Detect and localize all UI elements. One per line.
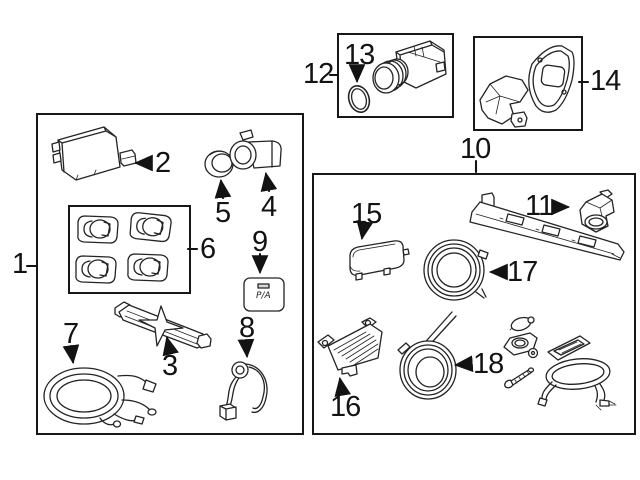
- group-box-12: [337, 33, 454, 118]
- callout-7[interactable]: 7: [63, 318, 79, 350]
- control-module-part-15-icon: [349, 240, 410, 281]
- callout-12[interactable]: 12: [303, 58, 334, 90]
- parking-assist-switch-part-9-icon: [243, 277, 285, 312]
- camera-bracket-part-14-icon: [479, 45, 575, 128]
- parking-sensor-part-4-icon: [229, 129, 282, 170]
- o-ring-part-13-icon: [347, 84, 371, 114]
- callout-18[interactable]: 18: [473, 348, 504, 380]
- callout-15[interactable]: 15: [351, 198, 382, 230]
- callout-11[interactable]: 11: [525, 190, 554, 222]
- callout-10[interactable]: 10: [460, 133, 491, 165]
- cable-coil-part-18-icon: [397, 311, 457, 400]
- bracket-part-16-icon: [317, 317, 383, 377]
- retainer-clip-set-part-6-icon: [75, 211, 173, 284]
- rear-camera-part-12-icon: [372, 40, 447, 94]
- camera-part-11-icon: [579, 189, 615, 233]
- callout-2[interactable]: 2: [155, 147, 171, 179]
- cable-coil-part-17-icon: [423, 239, 489, 301]
- callout-14[interactable]: 14: [590, 65, 621, 97]
- callout-1[interactable]: 1: [12, 248, 28, 280]
- group-box-1: [36, 113, 304, 435]
- group-box-10: [312, 173, 636, 435]
- switch-face-label: P/A: [256, 291, 271, 301]
- callout-9[interactable]: 9: [252, 226, 268, 258]
- screw-icon: [504, 367, 535, 389]
- bracket-part-3-icon: [114, 301, 212, 349]
- wire-loop-icon: [537, 358, 617, 411]
- callout-leaders: [25, 64, 590, 397]
- license-trim-strip-icon: [469, 192, 625, 261]
- callout-16[interactable]: 16: [330, 391, 361, 423]
- license-lamp-bulb-icon: [509, 316, 535, 332]
- callout-5[interactable]: 5: [215, 197, 231, 229]
- lamp-lens-plate-icon: [547, 335, 591, 361]
- sensor-retainer-part-5-icon: [204, 150, 234, 178]
- control-module-part-2-icon: [51, 126, 137, 181]
- callout-3[interactable]: 3: [162, 350, 178, 382]
- callout-6[interactable]: 6: [200, 233, 216, 265]
- pigtail-wire-part-8-icon: [219, 361, 268, 421]
- callout-8[interactable]: 8: [239, 312, 255, 344]
- group-box-14: [473, 36, 583, 131]
- wire-harness-part-7-icon: [43, 367, 157, 428]
- license-lamp-housing-icon: [503, 332, 539, 359]
- callout-4[interactable]: 4: [261, 191, 277, 223]
- callout-13[interactable]: 13: [344, 39, 375, 71]
- callout-17[interactable]: 17: [507, 256, 538, 288]
